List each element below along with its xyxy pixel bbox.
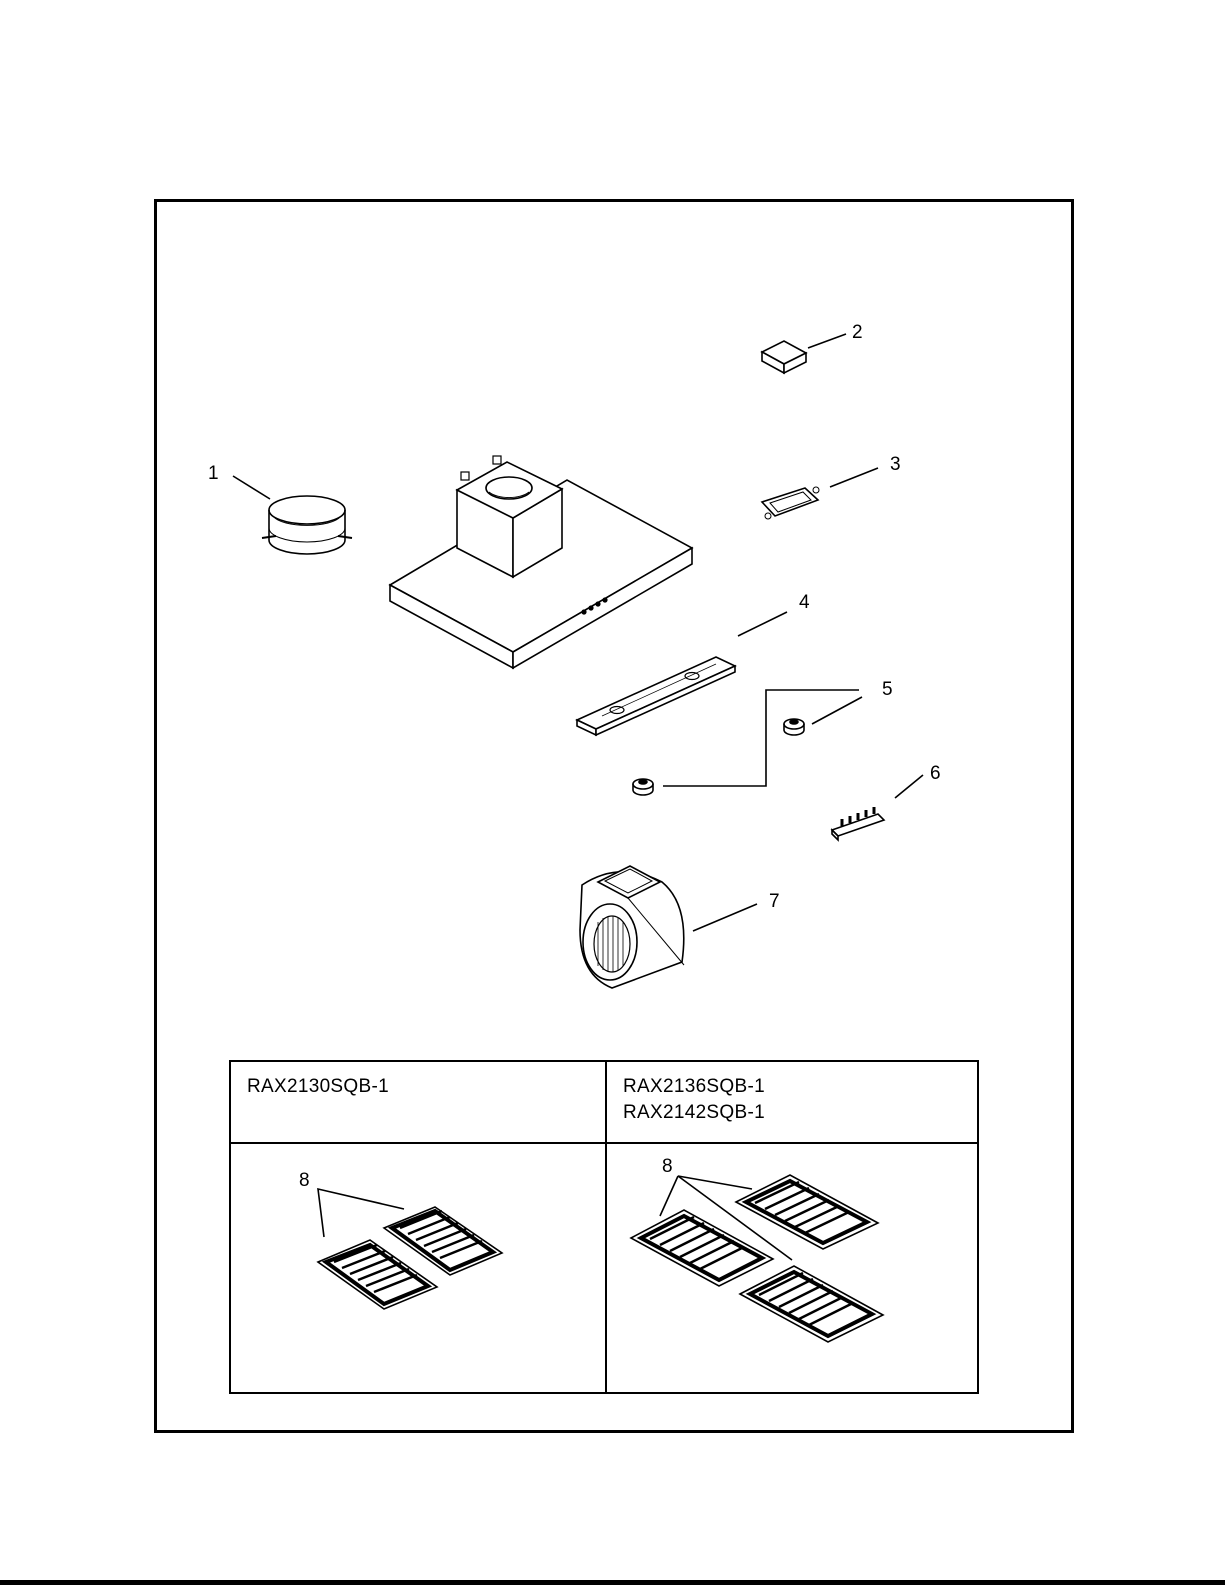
range-hood-body — [390, 456, 692, 668]
callout-6: 6 — [930, 763, 941, 784]
table-column-divider — [605, 1062, 607, 1392]
duct-collar-part-1 — [262, 496, 352, 554]
light-panel-part-4 — [577, 657, 735, 735]
model-filter-table: RAX2130SQB-1 RAX2136SQB-1 RAX2142SQB-1 — [229, 1060, 979, 1394]
callout-7: 7 — [769, 891, 780, 912]
table-row-divider — [231, 1142, 977, 1144]
leader-line-1 — [233, 476, 270, 499]
model-label-rax2142: RAX2142SQB-1 — [623, 1100, 765, 1125]
callout-2: 2 — [852, 322, 863, 343]
model-label-rax2130: RAX2130SQB-1 — [247, 1074, 389, 1099]
leader-line-5a — [663, 690, 859, 786]
callout-5: 5 — [882, 679, 893, 700]
leader-line-2 — [808, 334, 846, 348]
leader-line-3 — [830, 468, 878, 487]
leader-line-6 — [895, 775, 923, 798]
terminal-block-part-6 — [832, 807, 884, 840]
junction-box-part-2 — [762, 341, 806, 373]
leader-line-4 — [738, 612, 787, 636]
leader-line-7 — [693, 904, 757, 931]
lamp-bulbs-part-5 — [633, 719, 804, 795]
callout-4: 4 — [799, 592, 810, 613]
callout-1: 1 — [208, 463, 219, 484]
leader-line-5b — [812, 697, 862, 724]
callout-3: 3 — [890, 454, 901, 475]
page-bottom-rule — [0, 1580, 1225, 1585]
control-module-part-3 — [762, 487, 819, 519]
blower-motor-part-7 — [580, 866, 684, 988]
model-label-rax2136: RAX2136SQB-1 — [623, 1074, 765, 1099]
